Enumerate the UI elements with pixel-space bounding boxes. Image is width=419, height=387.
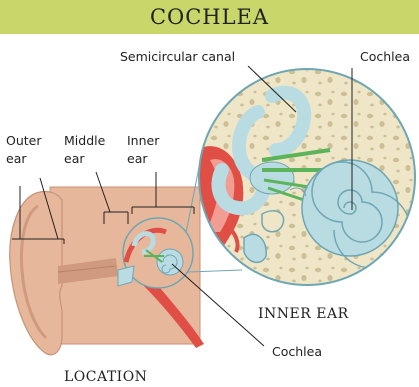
- inner-ear-label-line2: ear: [127, 151, 148, 166]
- diagram-title: COCHLEA: [150, 5, 269, 29]
- outer-ear-pinna: [10, 191, 62, 354]
- semicircular-canal-label: Semicircular canal: [120, 49, 235, 64]
- inner-ear-zoom-circle: [196, 69, 415, 285]
- middle-ear-label-line1: Middle: [64, 133, 106, 148]
- outer-ear-label-line1: Outer: [6, 133, 42, 148]
- cochlea-bottom-label: Cochlea: [272, 344, 322, 359]
- inner-ear-caption: INNER EAR: [258, 306, 349, 322]
- location-caption: LOCATION: [64, 369, 147, 385]
- title-bar: COCHLEA: [0, 0, 419, 34]
- middle-ear-label-line2: ear: [64, 151, 85, 166]
- inner-ear-label-line1: Inner: [127, 133, 160, 148]
- cochlea-diagram: Semicircular canal Cochlea Outer ear Mid…: [0, 34, 419, 387]
- outer-ear-label-line2: ear: [6, 151, 27, 166]
- cochlea-top-label: Cochlea: [360, 49, 410, 64]
